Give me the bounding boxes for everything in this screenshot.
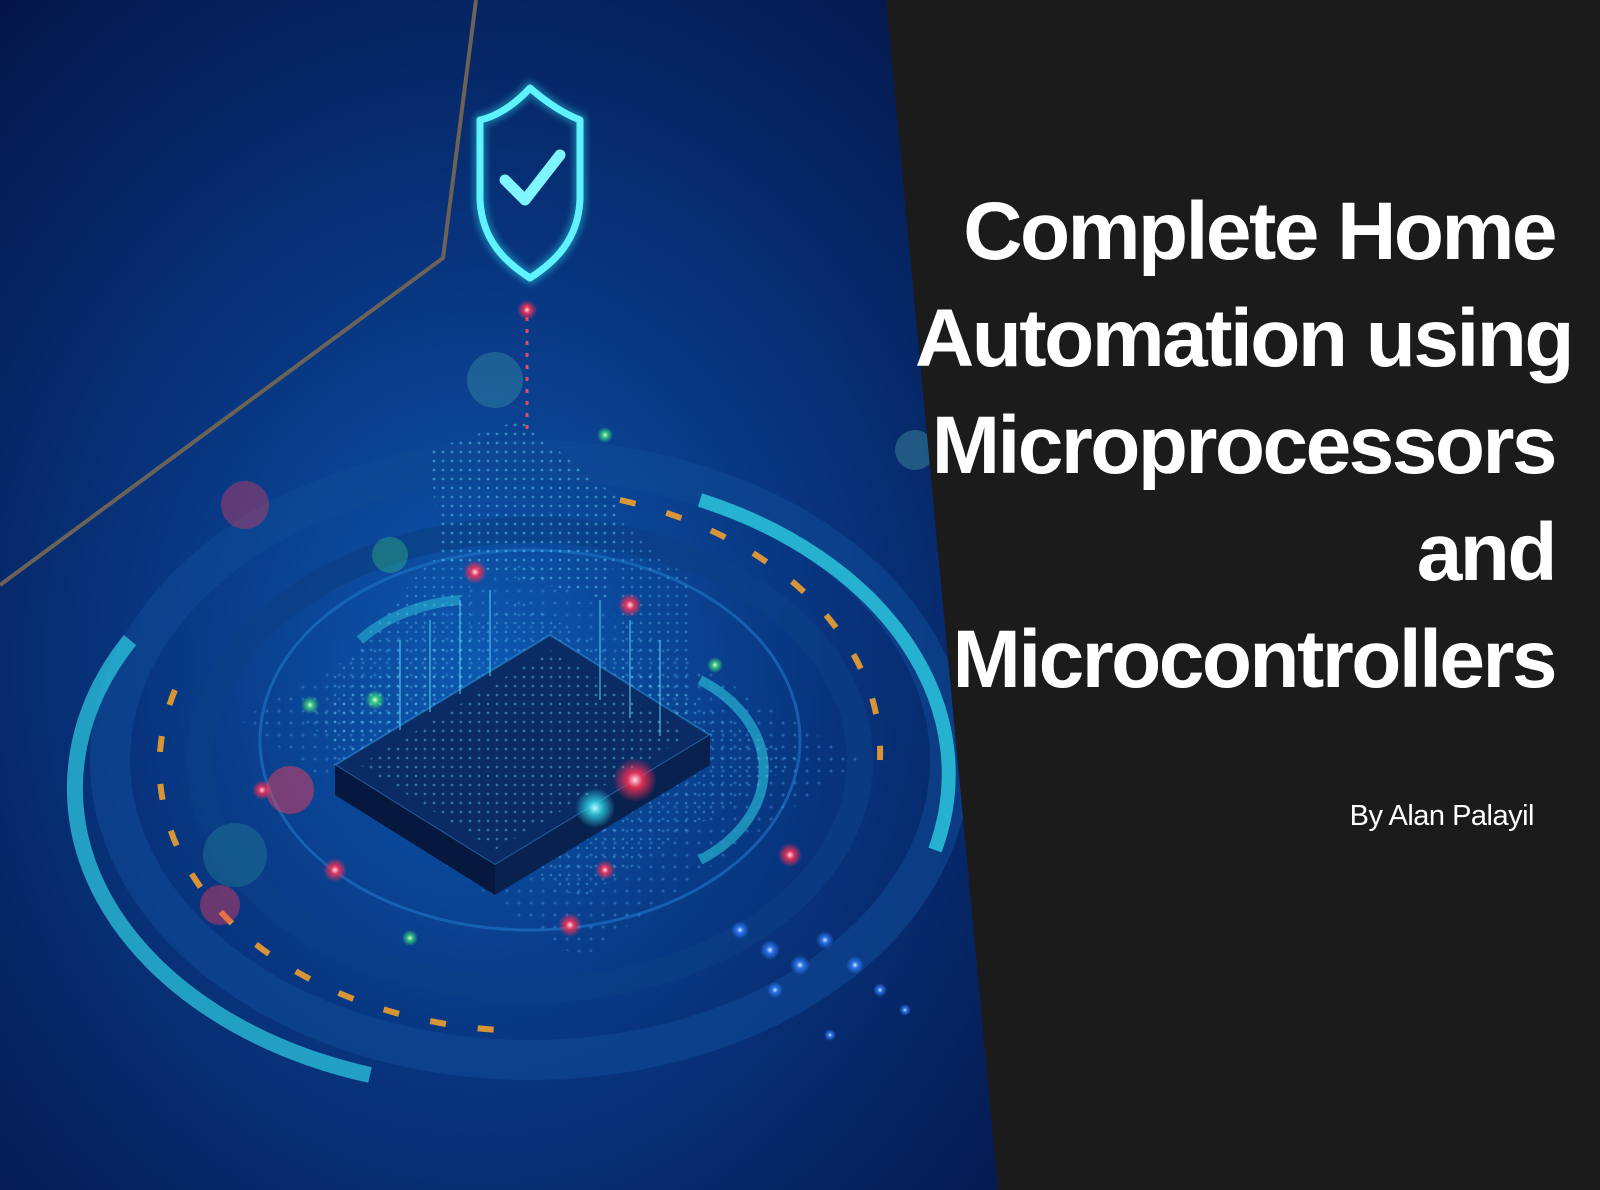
- accent-line: [0, 0, 478, 587]
- shield-check-icon: [473, 81, 587, 285]
- title-line-5: Microcontrollers: [952, 614, 1558, 705]
- signal-line: [517, 300, 537, 430]
- slide-title: Complete Home Automation using Microproc…: [915, 178, 1574, 713]
- title-line-2: Automation using: [915, 293, 1574, 384]
- title-line-4: and: [1416, 507, 1558, 598]
- title-line-1: Complete Home: [963, 186, 1557, 277]
- glow-nodes: [200, 352, 935, 1041]
- title-line-3: Microprocessors: [931, 400, 1558, 491]
- author-byline: By Alan Palayil: [1349, 800, 1535, 832]
